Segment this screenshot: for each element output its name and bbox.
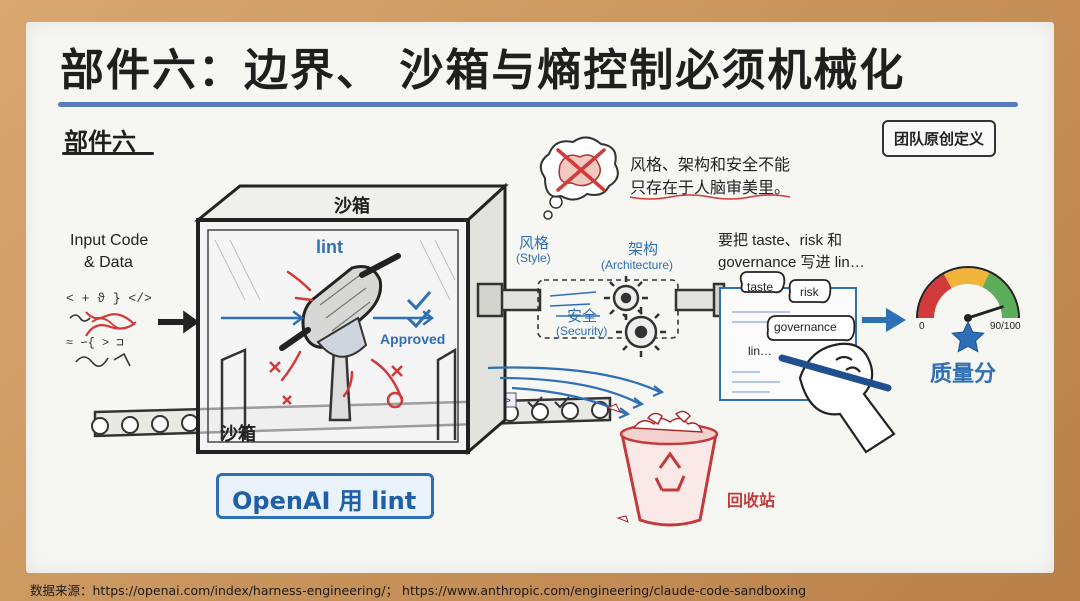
- openai-lint-box: [216, 473, 434, 519]
- tag-governance: governance: [774, 320, 837, 334]
- gauge-min-label: 0: [919, 321, 925, 332]
- page-title: 部件六：边界、 沙箱与熵控制必须机械化: [60, 45, 906, 96]
- arrow-to-gauge: [862, 308, 906, 332]
- sandbox-top-label: 沙箱: [334, 196, 370, 216]
- svg-text:≈ ∽{ > ⊐: ≈ ∽{ > ⊐: [66, 336, 124, 350]
- recycle-icon: [654, 451, 686, 492]
- sandbox-inner-label: 沙箱: [220, 424, 256, 444]
- openai-lint-label: OpenAI 用 lint: [232, 487, 417, 515]
- note-line2: governance 写进 lin…: [718, 254, 865, 271]
- gauge-max-label: 90/100: [990, 321, 1021, 332]
- recycle-bin-label: 回收站: [727, 493, 776, 510]
- thought-underline: [629, 194, 791, 200]
- thought-text-line1: 风格、架构和安全不能: [630, 157, 791, 174]
- star-icon: [951, 320, 985, 353]
- input-scribbles: < + ϑ } </> ≈ ∽{ > ⊐: [66, 291, 200, 367]
- title-underline: [58, 102, 1018, 107]
- thought-text-line2: 只存在于人脑审美里。: [630, 180, 791, 197]
- tag-taste: taste: [747, 280, 774, 294]
- svg-text:< + ϑ } </>: < + ϑ } </>: [66, 291, 152, 306]
- gauge-title: 质量分: [930, 361, 997, 386]
- pipe-gears: [476, 276, 726, 357]
- writing-hand: [778, 342, 896, 454]
- thought-bubble: [539, 136, 619, 220]
- approved-label: Approved: [380, 331, 446, 347]
- team-definition-badge: 团队原创定义: [882, 120, 997, 157]
- architecture-label-en: (Architecture): [601, 258, 674, 272]
- data-source-footnote: 数据来源：https://openai.com/index/harness-en…: [30, 583, 807, 598]
- section-underline: [62, 152, 154, 155]
- stream-arrows: [549, 291, 600, 317]
- security-label-en: (Security): [556, 324, 608, 338]
- reject-marks: [269, 361, 404, 409]
- section-label: 部件六: [64, 128, 136, 156]
- gauge-needle: [966, 305, 1004, 320]
- tag-lin: lin…: [748, 344, 773, 358]
- security-label-cn: 安全: [567, 308, 598, 325]
- lint-label: lint: [316, 237, 343, 257]
- quality-gauge: [916, 266, 1020, 353]
- tag-risk: risk: [800, 285, 819, 299]
- input-label-line1: Input Code: [70, 232, 149, 249]
- note-line1: 要把 taste、risk 和: [718, 232, 843, 249]
- style-label-en: (Style): [516, 251, 551, 265]
- input-label-line2: & Data: [84, 254, 133, 271]
- approved-checks: [406, 291, 432, 329]
- lint-roller: [279, 253, 401, 422]
- architecture-label-cn: 架构: [628, 241, 659, 258]
- style-label-cn: 风格: [519, 235, 550, 252]
- recycle-bin: [606, 403, 719, 527]
